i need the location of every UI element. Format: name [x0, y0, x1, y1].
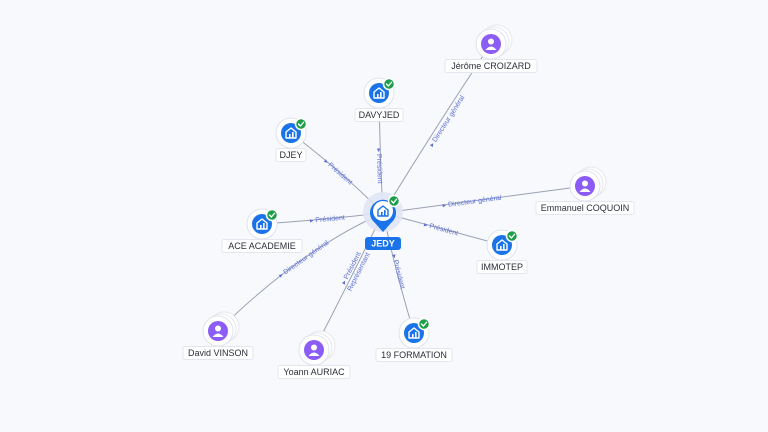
- edge-label: ▸ Président: [423, 222, 459, 238]
- edge-label-group-djey: ▸ Président: [322, 158, 353, 186]
- node-label-text: Emmanuel COQUOIN: [541, 203, 630, 213]
- node-label-jerome: Jérôme CROIZARD: [444, 59, 538, 73]
- edge-label-group-emmanuel: ▸ Directeur général: [442, 195, 502, 210]
- building-icon: [408, 327, 420, 339]
- node-label-text: DJEY: [279, 150, 302, 160]
- node-label-djey: DJEY: [275, 148, 307, 162]
- edge-label: ▸ Président: [322, 158, 353, 186]
- edge-label: ▸ Président: [310, 215, 346, 225]
- person-icon: [308, 344, 320, 356]
- node-label-text: Jérôme CROIZARD: [451, 61, 531, 71]
- verified-check-icon: [265, 208, 279, 222]
- person-icon: [579, 180, 591, 192]
- node-label-ace: ACE ACADEMIE: [221, 239, 303, 253]
- node-formation[interactable]: 19 FORMATION: [375, 317, 453, 362]
- node-label-davyjed: DAVYJED: [354, 108, 404, 122]
- edge-david: [217, 212, 384, 332]
- node-jerome[interactable]: Jérôme CROIZARD: [444, 24, 538, 73]
- node-immotep[interactable]: IMMOTEP: [476, 229, 528, 274]
- node-label-immotep: IMMOTEP: [476, 260, 528, 274]
- center-label: JEDY: [371, 239, 395, 249]
- building-icon: [256, 218, 268, 230]
- edge-label-group-davyjed: ▸ Président: [375, 148, 383, 183]
- edge-label: ▸ Directeur général: [429, 94, 467, 148]
- edge-label-group-immotep: ▸ Président: [423, 222, 459, 238]
- node-yoann[interactable]: Yoann AURIAC: [277, 330, 351, 379]
- node-david[interactable]: David VINSON: [182, 311, 254, 360]
- node-davyjed[interactable]: DAVYJED: [354, 77, 404, 122]
- verified-check-icon: [382, 77, 396, 91]
- verified-check-icon: [417, 317, 431, 331]
- person-icon: [212, 325, 224, 337]
- edge-label: ▸ Président: [375, 148, 383, 183]
- verified-check-icon: [505, 229, 519, 243]
- center-label-box: [365, 237, 401, 250]
- verified-check-icon: [387, 194, 401, 208]
- building-icon: [373, 87, 385, 99]
- node-label-text: 19 FORMATION: [381, 350, 447, 360]
- node-label-text: DAVYJED: [359, 110, 400, 120]
- node-label-text: ACE ACADEMIE: [228, 241, 296, 251]
- node-label-david: David VINSON: [182, 346, 254, 360]
- building-icon: [285, 127, 297, 139]
- edge-label: ▸ Directeur général: [442, 195, 502, 210]
- node-djey[interactable]: DJEY: [275, 117, 308, 162]
- verified-check-icon: [294, 117, 308, 131]
- building-icon: [377, 205, 389, 217]
- node-label-text: David VINSON: [188, 348, 248, 358]
- center-node[interactable]: JEDY: [363, 192, 403, 250]
- edge-label: ▸ Président: [390, 254, 406, 290]
- node-label-text: Yoann AURIAC: [283, 367, 345, 377]
- node-label-text: IMMOTEP: [481, 262, 523, 272]
- edge-emmanuel: [382, 185, 586, 214]
- node-ace[interactable]: ACE ACADEMIE: [221, 208, 303, 253]
- edges-layer: ▸ Président ▸ Directeur général ▸ Présiden…: [217, 43, 586, 351]
- node-label-yoann: Yoann AURIAC: [277, 365, 351, 379]
- nodes-layer: DAVYJED Jérôme CROIZARD DJEY Emmanuel COQUO…: [182, 24, 635, 379]
- node-emmanuel[interactable]: Emmanuel COQUOIN: [535, 166, 635, 215]
- edge-label-group-jerome: ▸ Directeur général: [429, 94, 467, 148]
- person-icon: [485, 38, 497, 50]
- building-icon: [496, 239, 508, 251]
- node-label-formation: 19 FORMATION: [375, 348, 453, 362]
- edge-label-group-ace: ▸ Président: [310, 215, 346, 225]
- node-label-emmanuel: Emmanuel COQUOIN: [535, 201, 635, 215]
- edge-label-group-formation: ▸ Président: [390, 254, 406, 290]
